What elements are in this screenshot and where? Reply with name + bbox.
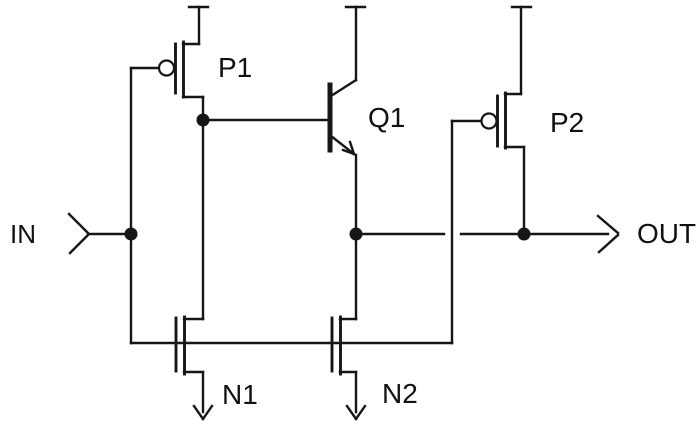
emitter-arrow-barb (348, 140, 356, 156)
ground-arrow-barb (345, 404, 358, 421)
out-arrow-barb (596, 214, 620, 235)
ground-arrow-barb (192, 404, 205, 421)
pmos-p2-symbol (450, 91, 526, 236)
internal-node-wires (196, 113, 330, 321)
out-arrow-barb (597, 233, 620, 254)
supply-tap-p1 (187, 5, 210, 46)
gate-bubble-icon (157, 59, 176, 77)
ground-arrow-barb (201, 404, 214, 421)
ground-arrow-barb (354, 404, 367, 421)
collector-diagonal (329, 78, 358, 98)
gate-bubble-icon (480, 112, 498, 130)
emitter-arrow-barb (341, 148, 356, 156)
label-p2: P2 (550, 107, 584, 138)
supply-tap-p2 (510, 5, 533, 96)
emitter-diagonal (329, 134, 356, 156)
label-in: IN (10, 219, 36, 249)
nmos-n1-symbol (174, 315, 214, 421)
output-net-wires (349, 214, 620, 254)
supply-tap-q1 (344, 5, 367, 82)
junction-dot-in (124, 227, 138, 241)
label-n1: N1 (222, 379, 258, 410)
in-arrow-barb (68, 233, 90, 255)
nmos-n2-symbol (330, 232, 367, 421)
label-n2: N2 (382, 378, 418, 409)
pmos-p1-symbol (129, 40, 205, 122)
label-q1: Q1 (368, 102, 405, 133)
label-out: OUT (637, 218, 696, 249)
label-p1: P1 (218, 52, 252, 83)
in-arrow-barb (67, 212, 90, 235)
junction-dot-out (517, 227, 531, 241)
npn-q1-symbol (327, 78, 358, 236)
